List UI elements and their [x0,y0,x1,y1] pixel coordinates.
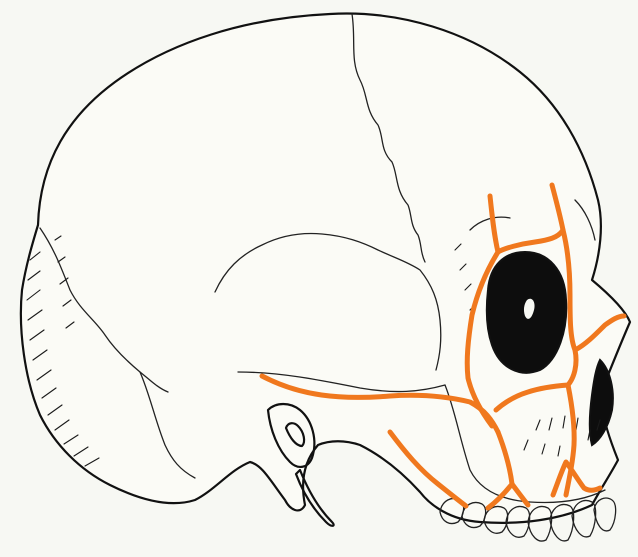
skull-drawing [0,0,638,557]
skull-illustration [0,0,638,557]
